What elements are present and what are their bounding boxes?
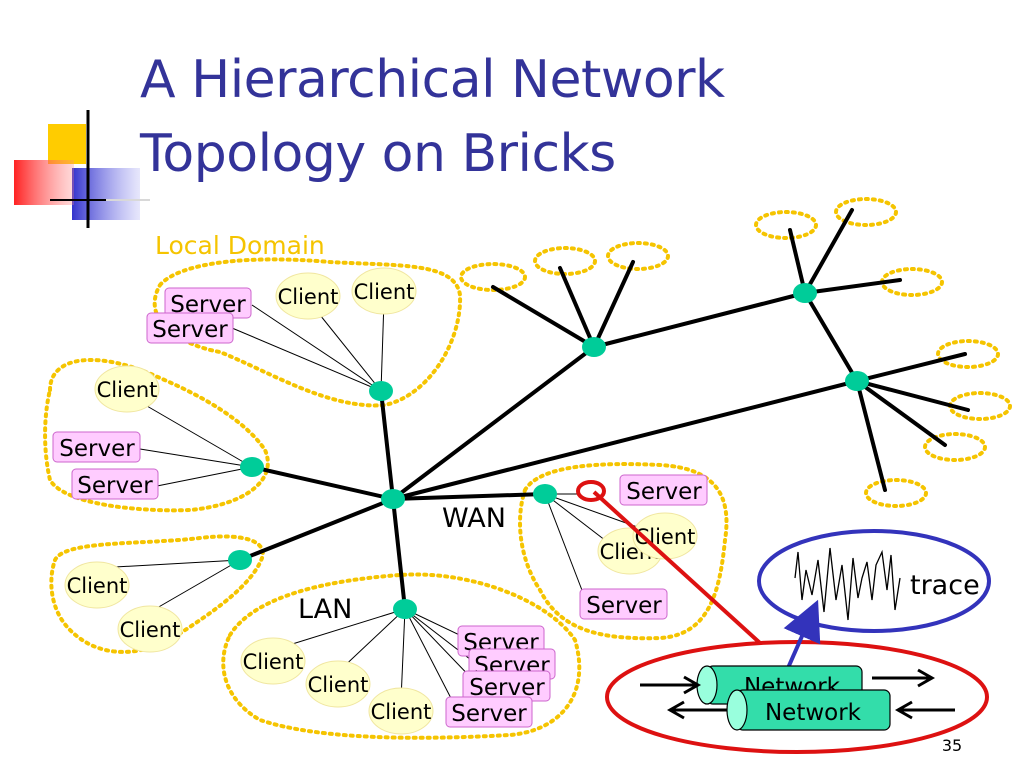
svg-text:Client: Client [243,650,304,674]
local-domain-label: Local Domain [155,231,325,260]
trace-waveform-icon [794,547,901,621]
svg-text:Server: Server [626,479,702,505]
client-group: Client Client Client Client Client Clien… [64,267,698,735]
svg-text:Server: Server [77,473,153,499]
router-node [582,337,606,357]
brick-logo-icon [14,110,150,228]
leaf-domain-4 [754,210,818,240]
arrow-left-icon [894,700,955,720]
client-node: Client [240,637,306,685]
lan-label: LAN [298,594,352,625]
server-node: Server [579,588,668,620]
client-node: Client [305,660,371,708]
svg-text:Client: Client [67,574,128,598]
arrow-right-icon [640,675,702,695]
router-node [381,489,405,509]
monitored-link-marker [576,480,606,502]
local-domain-left-outline [43,358,270,513]
client-node: Client [368,687,434,735]
client-node: Client [275,272,341,320]
leaf-domain-9 [923,432,987,462]
slide-title-line-1: A Hierarchical Network [140,50,725,110]
server-node: Server [71,468,159,500]
network-module-front: Network [726,689,891,731]
leaf-domain-5 [834,197,898,227]
client-node: Client [64,561,130,609]
lan-outline [221,572,582,740]
trace-callout: trace [757,529,991,633]
svg-text:Client: Client [371,700,432,724]
svg-text:Client: Client [278,285,339,309]
local-domain-bottom-left-outline [49,534,265,654]
leaf-domain-3 [606,241,670,271]
client-node: Client [351,267,417,315]
router-node [369,381,393,401]
wan-label: WAN [442,503,506,534]
router-node [393,599,417,619]
router-node [845,371,869,391]
server-node: Server [619,474,708,506]
server-group: Server Server Server Server Server Serve… [52,287,708,728]
flow-arrows [640,668,955,720]
router-nodes [228,283,869,619]
leaf-domain-2 [533,246,597,276]
leaf-domain-1 [459,262,527,292]
svg-text:Server: Server [586,593,662,619]
arrow-left-icon [666,700,727,720]
svg-text:Server: Server [152,317,228,343]
local-domain-top-outline [152,257,463,408]
svg-text:Client: Client [308,673,369,697]
server-node: Server [445,696,533,728]
server-node: Server [52,431,141,463]
domain-outlines [43,197,1012,740]
svg-text:Client: Client [354,280,415,304]
client-links [96,299,641,707]
network-module-callout: Network Network [576,480,989,754]
svg-text:Client: Client [120,618,181,642]
router-node [793,283,817,303]
svg-text:Network: Network [765,700,862,726]
leaf-domain-10 [864,478,928,508]
svg-text:Client: Client [97,378,158,402]
backbone-links [238,208,970,611]
router-node [240,457,264,477]
router-node [533,484,557,504]
router-node [228,550,252,570]
svg-text:Server: Server [59,436,135,462]
trace-label: trace [910,570,980,601]
client-node: Client [94,365,160,413]
svg-text:Server: Server [451,701,527,727]
slide-title-line-2: Topology on Bricks [140,124,616,184]
arrow-right-icon [872,668,936,688]
client-node: Client [117,605,183,653]
server-node: Server [146,312,234,344]
wan-domain-outline [518,462,729,641]
leaf-domain-7 [936,339,1000,369]
page-number: 35 [942,736,962,755]
